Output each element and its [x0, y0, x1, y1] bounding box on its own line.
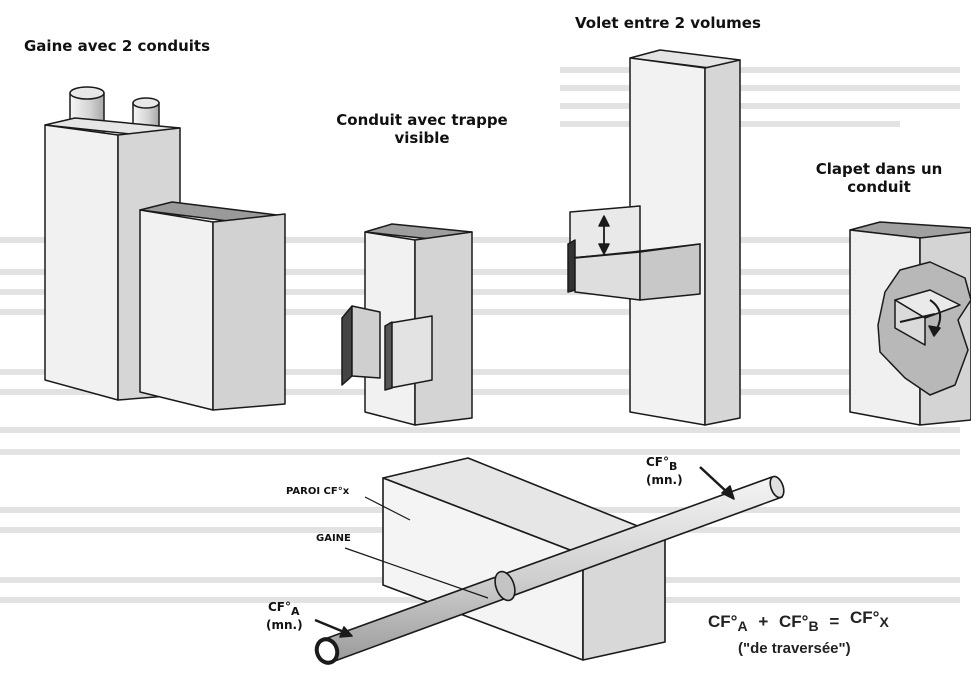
label-paroi: PAROI CF°x [286, 486, 350, 497]
volet-illustration [567, 49, 741, 426]
hatch-door-open [351, 305, 381, 379]
label-cfa-note: (mn.) [266, 618, 303, 632]
hatch-door-panel [389, 315, 433, 389]
label-cfa: CF°A [268, 600, 300, 618]
hatch-frame-dark [341, 305, 353, 386]
volet-shaft-side [704, 59, 741, 426]
formula-equals: = [829, 612, 840, 631]
label-clapet-conduit: Clapet dans un conduit [787, 160, 971, 196]
volet-shaft-front [629, 57, 706, 426]
label-gaine-deux-conduits: Gaine avec 2 conduits [24, 37, 211, 55]
label-cfa-sub: A [291, 605, 300, 618]
label-conduit-trappe: Conduit avec trappe visible [302, 111, 542, 147]
paroi-leader [364, 496, 411, 521]
volet-box-edge [567, 239, 576, 293]
label-clapet-line2: conduit [847, 178, 911, 196]
label-conduit-trappe-line1: Conduit avec trappe [336, 111, 508, 129]
clapet-axis [899, 313, 936, 323]
label-cfb: CF°B [646, 455, 678, 473]
label-cfb-sub: B [669, 460, 678, 473]
conduit-trappe-illustration [341, 223, 473, 426]
traversee-illustration [314, 457, 785, 665]
label-gaine: GAINE [316, 533, 351, 544]
label-clapet-line1: Clapet dans un [815, 160, 943, 178]
formula-plus: + [758, 612, 769, 631]
short-shaft-side [212, 213, 286, 411]
label-cfa-main: CF° [268, 600, 292, 614]
tall-shaft-front [44, 124, 119, 401]
formula-caption: ("de traversée") [738, 640, 851, 657]
label-volet-deux-volumes: Volet entre 2 volumes [575, 14, 761, 32]
formula-a-sub: A [737, 618, 748, 634]
label-cfb-note: (mn.) [646, 473, 683, 487]
formula: CF°A + CF°B = CF°X [708, 608, 889, 634]
cfa-arrow [314, 618, 345, 634]
formula-x-main: CF° [850, 608, 880, 627]
hatch-hinge [384, 321, 393, 391]
cfa-arrowhead [339, 626, 353, 638]
short-shaft-front [139, 209, 214, 411]
pipe-end-left [314, 637, 340, 665]
label-conduit-trappe-line2: visible [394, 129, 450, 147]
pipe-end-right [769, 475, 785, 499]
clapet-illustration [849, 221, 971, 426]
sleeve-ring [494, 570, 516, 602]
volet-box-front [574, 251, 641, 301]
formula-b-main: CF° [779, 612, 809, 631]
volet-arrow-down [598, 243, 610, 255]
gaine-deux-conduits-illustration [44, 86, 286, 411]
gaine-leader [344, 547, 489, 599]
label-cfb-main: CF° [646, 455, 670, 469]
clapet-blade-lower [894, 299, 926, 346]
volet-box-side [639, 243, 701, 301]
clapet-rotation-arrowhead [928, 325, 941, 337]
cfb-arrow [699, 466, 729, 494]
formula-x-sup: X [879, 614, 889, 630]
formula-a-main: CF° [708, 612, 738, 631]
volet-arrow-up [598, 215, 610, 227]
cfb-arrowhead [721, 485, 735, 500]
formula-b-sub: B [808, 618, 819, 634]
